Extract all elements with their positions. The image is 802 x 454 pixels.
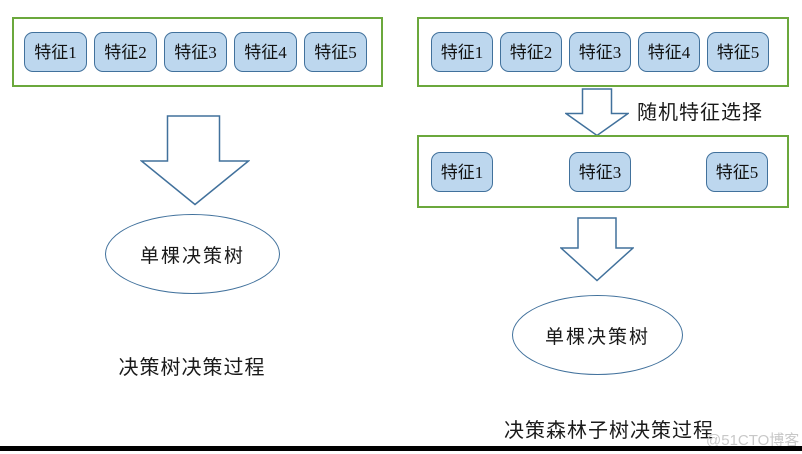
feature-box: 特征3 <box>569 32 631 72</box>
down-arrow-icon <box>560 217 634 282</box>
feature-box: 特征3 <box>164 32 227 72</box>
left-feature-pool-box: 特征1 特征2 特征3 特征4 特征5 <box>12 17 383 87</box>
down-arrow-icon <box>565 88 629 137</box>
random-feature-selection-label: 随机特征选择 <box>637 102 763 124</box>
feature-box: 特征4 <box>638 32 700 72</box>
feature-box: 特征5 <box>304 32 367 72</box>
feature-box: 特征3 <box>569 152 631 192</box>
feature-box: 特征2 <box>94 32 157 72</box>
feature-box: 特征1 <box>431 152 493 192</box>
right-feature-row: 特征1 特征2 特征3 特征4 特征5 <box>419 19 787 85</box>
feature-box: 特征1 <box>431 32 493 72</box>
right-feature-pool-box: 特征1 特征2 特征3 特征4 特征5 <box>417 17 789 87</box>
left-feature-row: 特征1 特征2 特征3 特征4 特征5 <box>14 19 381 85</box>
down-arrow-icon <box>140 115 250 206</box>
right-caption: 决策森林子树决策过程 <box>504 420 714 442</box>
right-decision-tree-node: 单棵决策树 <box>512 295 683 375</box>
feature-box: 特征2 <box>500 32 562 72</box>
left-caption: 决策树决策过程 <box>118 357 266 379</box>
feature-box: 特征1 <box>24 32 87 72</box>
bottom-divider <box>0 446 802 451</box>
watermark-label: @51CTO博客 <box>706 432 800 449</box>
feature-box: 特征5 <box>706 152 768 192</box>
left-decision-tree-node: 单棵决策树 <box>105 214 280 294</box>
feature-box: 特征4 <box>234 32 297 72</box>
feature-box: 特征5 <box>707 32 769 72</box>
right-selected-feature-box: 特征1 特征3 特征5 <box>417 135 789 208</box>
